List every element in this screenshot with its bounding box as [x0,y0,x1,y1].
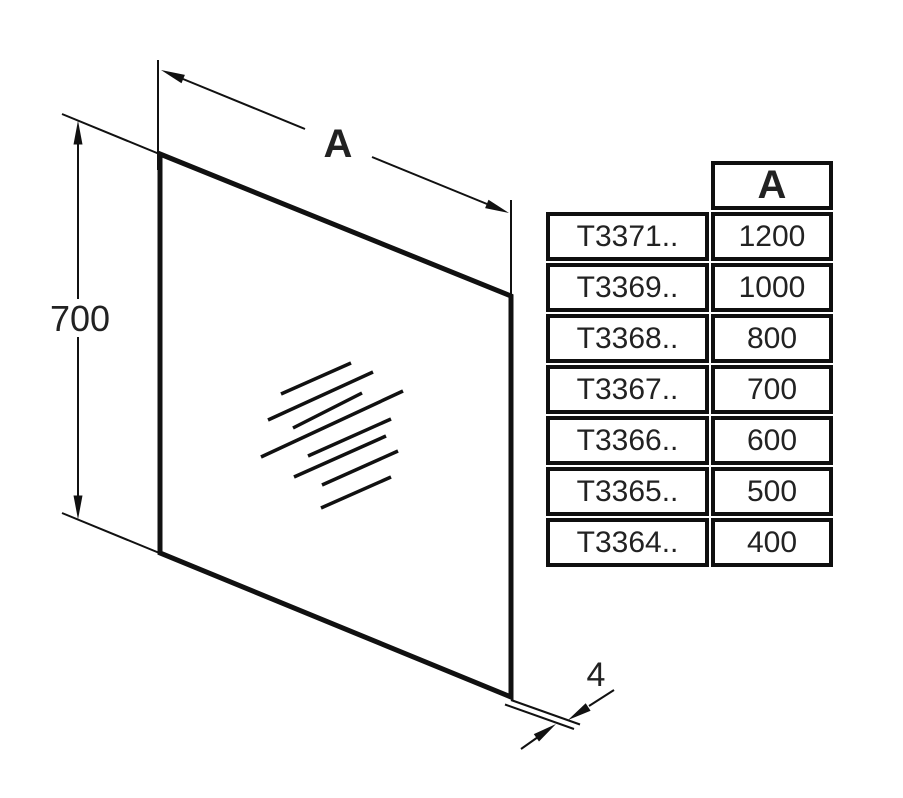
table-header-a: A [711,161,833,210]
size-value-cell: 400 [711,518,833,567]
width-dimension: A [157,60,512,308]
product-code-cell: T3366.. [546,416,709,465]
mirror-glass-hatching [260,361,404,510]
width-dimension-label: A [324,122,353,166]
width-arrow-left [161,70,185,84]
height-arrow-bottom [73,495,83,520]
thickness-dimension-label: 4 [587,656,606,694]
product-code-cell: T3367.. [546,365,709,414]
thickness-arrow-upper [568,703,591,720]
thickness-dimension: 4 [520,656,615,750]
thickness-ext-line-front [510,699,581,726]
thickness-dim-line-upper [588,689,615,707]
width-arrow-right [485,199,509,213]
size-value-cell: 1000 [711,263,833,312]
size-value-cell: 600 [711,416,833,465]
product-code-cell: T3364.. [546,518,709,567]
height-arrow-top [73,120,83,145]
mirror-front-face [157,150,514,701]
product-code-cell: T3371.. [546,212,709,261]
product-code-cell: T3369.. [546,263,709,312]
size-value-cell: 1200 [711,212,833,261]
product-code-cell: T3368.. [546,314,709,363]
width-dim-line-left [182,78,306,130]
size-value-cell: 700 [711,365,833,414]
width-dim-line-right [371,156,488,205]
table-header-spacer [546,161,709,210]
thickness-dim-line-lower [520,736,539,750]
thickness-arrow-lower [533,724,556,742]
height-ext-line-bottom [61,512,175,560]
size-value-cell: 500 [711,467,833,516]
height-ext-line-top [61,113,175,161]
size-value-cell: 800 [711,314,833,363]
height-dimension: 700 [50,113,175,560]
size-table: A T3371.. 1200 T3369.. 1000 T3368.. 800 … [546,161,833,567]
product-code-cell: T3365.. [546,467,709,516]
height-dimension-label: 700 [50,298,110,339]
thickness-ext-line-back [504,703,575,730]
mirror-outline [157,150,581,730]
